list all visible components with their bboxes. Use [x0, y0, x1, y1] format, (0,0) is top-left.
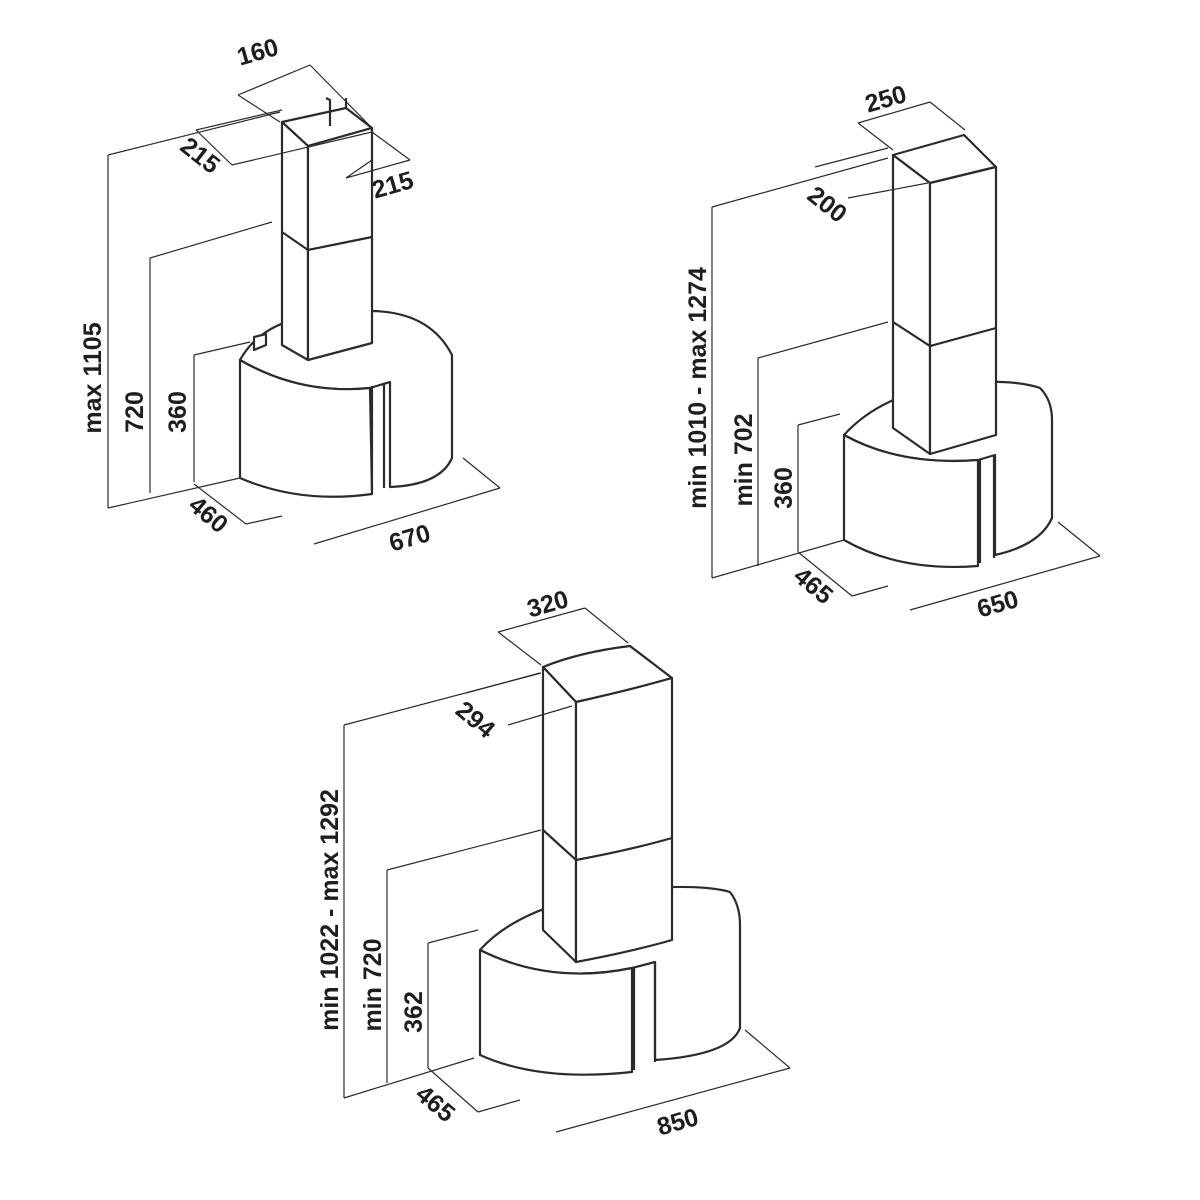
hood-a-chimney: [252, 97, 374, 362]
dim-body-height: 360: [770, 467, 798, 509]
dim-body-depth: 465: [788, 562, 838, 610]
dim-lower-height: 720: [121, 391, 149, 433]
hood-diagram-b: 250 200 min 1010 - max 1274 min 702 360 …: [684, 80, 1101, 624]
dim-overall-height: min 1022 - max 1292: [316, 789, 344, 1031]
dim-body-depth: 465: [410, 1080, 460, 1128]
dim-chimney-width: 320: [524, 585, 572, 623]
hood-c-dimension-lines: [343, 607, 791, 1133]
hood-b-dimension-lines: [711, 101, 1101, 611]
dim-chimney-depth: 160: [234, 33, 282, 71]
dim-body-width: 650: [974, 585, 1022, 623]
dim-body-width: 850: [654, 1103, 702, 1141]
hood-b-chimney: [891, 133, 998, 456]
dim-overall-height: max 1105: [79, 322, 107, 433]
dim-lower-height: min 720: [359, 938, 387, 1031]
dim-body-width: 670: [386, 519, 434, 557]
dim-overall-height: min 1010 - max 1274: [684, 267, 712, 509]
hood-diagram-c: 320 294 min 1022 - max 1292 min 720 362 …: [316, 585, 791, 1142]
dim-body-depth: 460: [183, 491, 233, 539]
dim-lower-height: min 702: [730, 413, 758, 506]
dim-body-height: 360: [164, 391, 192, 433]
hood-a-body: [238, 309, 454, 498]
hood-diagram-a: 160 215 215 max 1105 720 360 460 670: [79, 33, 501, 558]
dim-chimney-width: 250: [862, 80, 910, 118]
dim-chimney-width-left: 215: [175, 132, 225, 180]
dim-body-height: 362: [400, 991, 428, 1033]
hood-a-dimension-lines: [107, 64, 501, 545]
hood-b-dimension-labels: 250 200 min 1010 - max 1274 min 702 360 …: [684, 80, 1022, 623]
dim-chimney-width-right: 215: [369, 166, 417, 204]
hood-c-chimney: [541, 644, 674, 964]
dim-chimney-depth: 294: [450, 696, 500, 744]
dim-chimney-depth: 200: [802, 181, 852, 229]
